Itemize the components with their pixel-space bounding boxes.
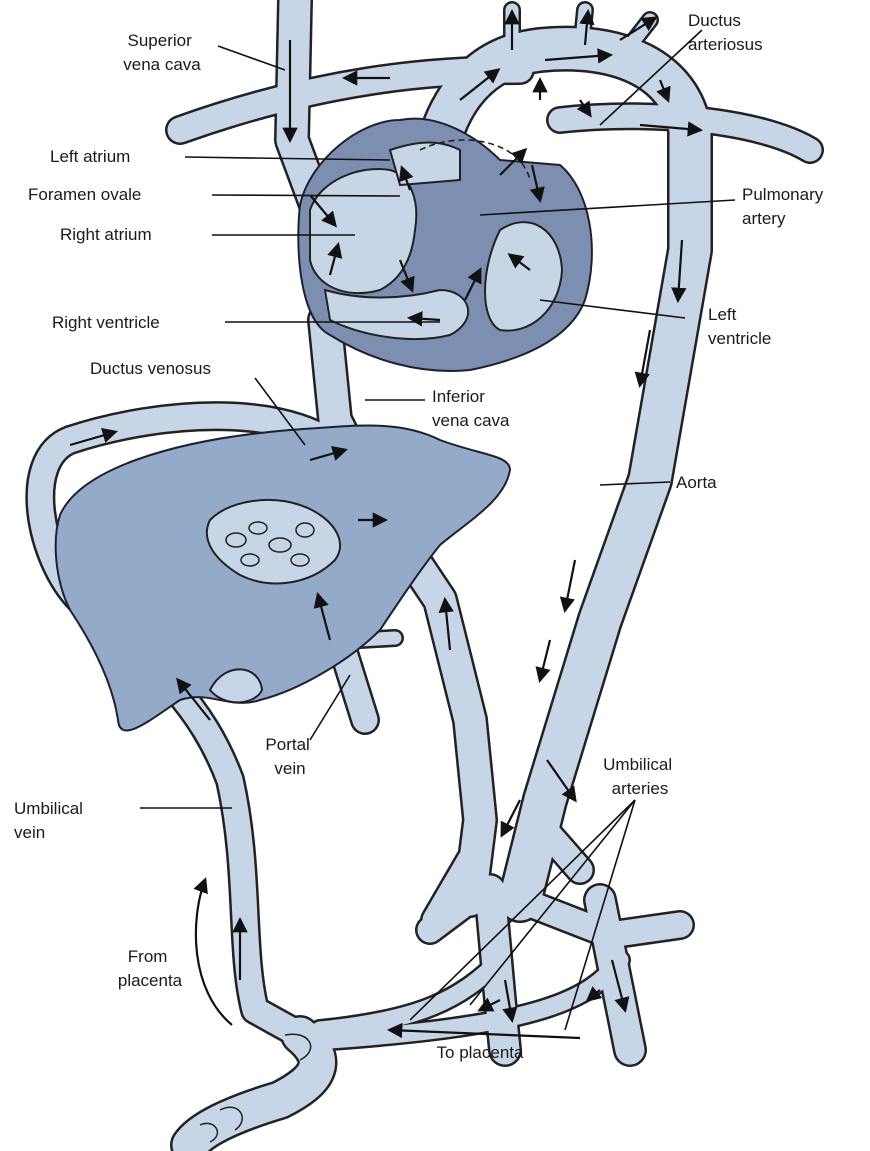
label-right-ventricle: Right ventricle <box>52 313 160 332</box>
heart <box>298 119 592 371</box>
label-inferior-vena-cava: Inferior vena cava <box>432 387 510 430</box>
label-ductus-venosus: Ductus venosus <box>90 359 211 378</box>
label-umbilical-vein: Umbilical vein <box>14 799 88 842</box>
label-superior-vena-cava: Superior vena cava <box>123 31 201 74</box>
label-aorta: Aorta <box>676 473 717 492</box>
label-from-placenta: From placenta <box>118 947 183 990</box>
label-pulmonary-artery: Pulmonary artery <box>742 185 828 228</box>
label-right-atrium: Right atrium <box>60 225 152 244</box>
label-foramen-ovale: Foramen ovale <box>28 185 141 204</box>
label-to-placenta: To placenta <box>437 1043 524 1062</box>
label-portal-vein: Portal vein <box>265 735 314 778</box>
label-left-ventricle: Left ventricle <box>708 305 771 348</box>
label-left-atrium: Left atrium <box>50 147 130 166</box>
label-umbilical-arteries: Umbilical arteries <box>603 755 677 798</box>
